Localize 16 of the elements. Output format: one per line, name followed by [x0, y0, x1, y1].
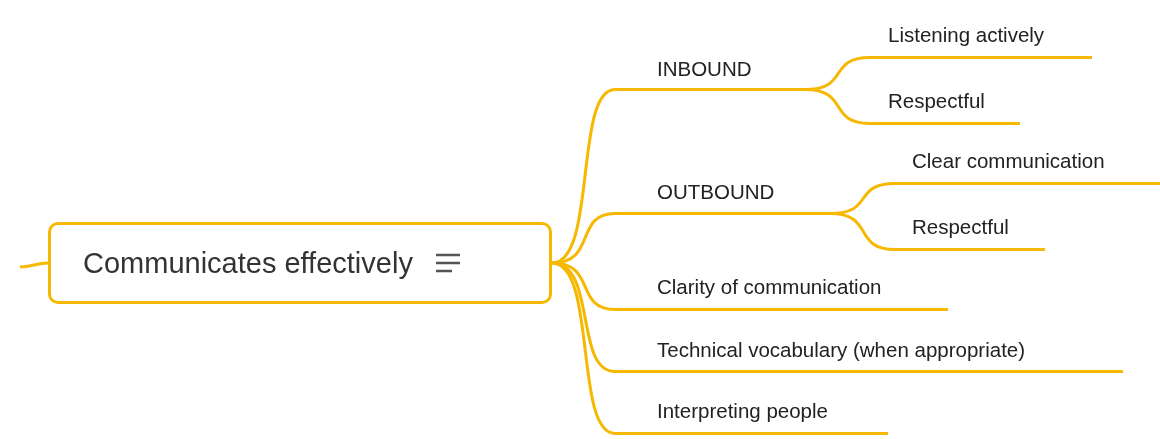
topic-label: OUTBOUND: [657, 180, 775, 204]
topic-label: Respectful: [888, 89, 985, 113]
central-topic-box: [48, 222, 552, 304]
branch-connector: [551, 261, 616, 435]
topic-label: Interpreting people: [657, 399, 828, 423]
topic-label: Technical vocabulary (when appropriate): [657, 338, 1026, 362]
topic-label: Listening actively: [888, 23, 1045, 47]
topic-label: Clarity of communication: [657, 275, 882, 299]
branch-connector: [551, 212, 616, 265]
topic-label: INBOUND: [657, 57, 752, 81]
branch-connector: [19, 261, 49, 269]
topic-label: Communicates effectively: [83, 246, 413, 280]
branch-connector: [829, 212, 896, 251]
topic-label: Clear communication: [912, 149, 1105, 173]
branch-connector: [804, 88, 871, 125]
topic-label: Respectful: [912, 215, 1009, 239]
